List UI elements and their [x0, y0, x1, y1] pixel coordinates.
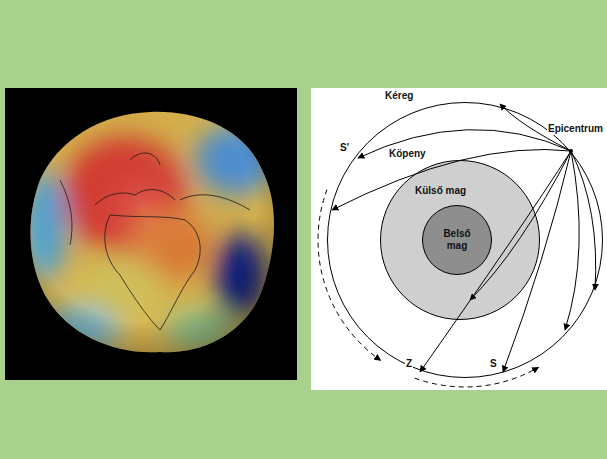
earth-circle: KéregKöpenyKülső magBelső mag — [327, 102, 603, 378]
epicenter-dot — [569, 149, 573, 153]
image-frame — [5, 88, 297, 380]
seismic-ray — [565, 151, 579, 330]
wave-label: Z — [405, 358, 413, 370]
wave-label: S' — [339, 142, 350, 154]
geoid-globe — [20, 100, 290, 370]
seismic-ray — [503, 151, 571, 372]
diagram-panel — [311, 88, 607, 390]
seismic-ray — [500, 104, 571, 151]
seismic-ray — [358, 130, 571, 158]
epicenter-label: Epicentrum — [547, 123, 604, 135]
seismic-ray — [420, 151, 571, 372]
seismic-ray — [470, 151, 571, 300]
mantle-label: Köpeny — [388, 148, 427, 160]
seismic-ray — [571, 151, 596, 290]
outer-core-label: Külső mag — [414, 185, 467, 197]
seismic-ray — [332, 150, 571, 210]
inner-core-label: Belső mag — [435, 228, 479, 252]
outer-core-circle: Külső magBelső mag — [380, 160, 540, 320]
wave-label: S — [489, 358, 498, 370]
crust-label: Kéreg — [384, 90, 414, 102]
wave-path-dashed — [318, 190, 381, 361]
inner-core-circle: Belső mag — [422, 205, 492, 275]
